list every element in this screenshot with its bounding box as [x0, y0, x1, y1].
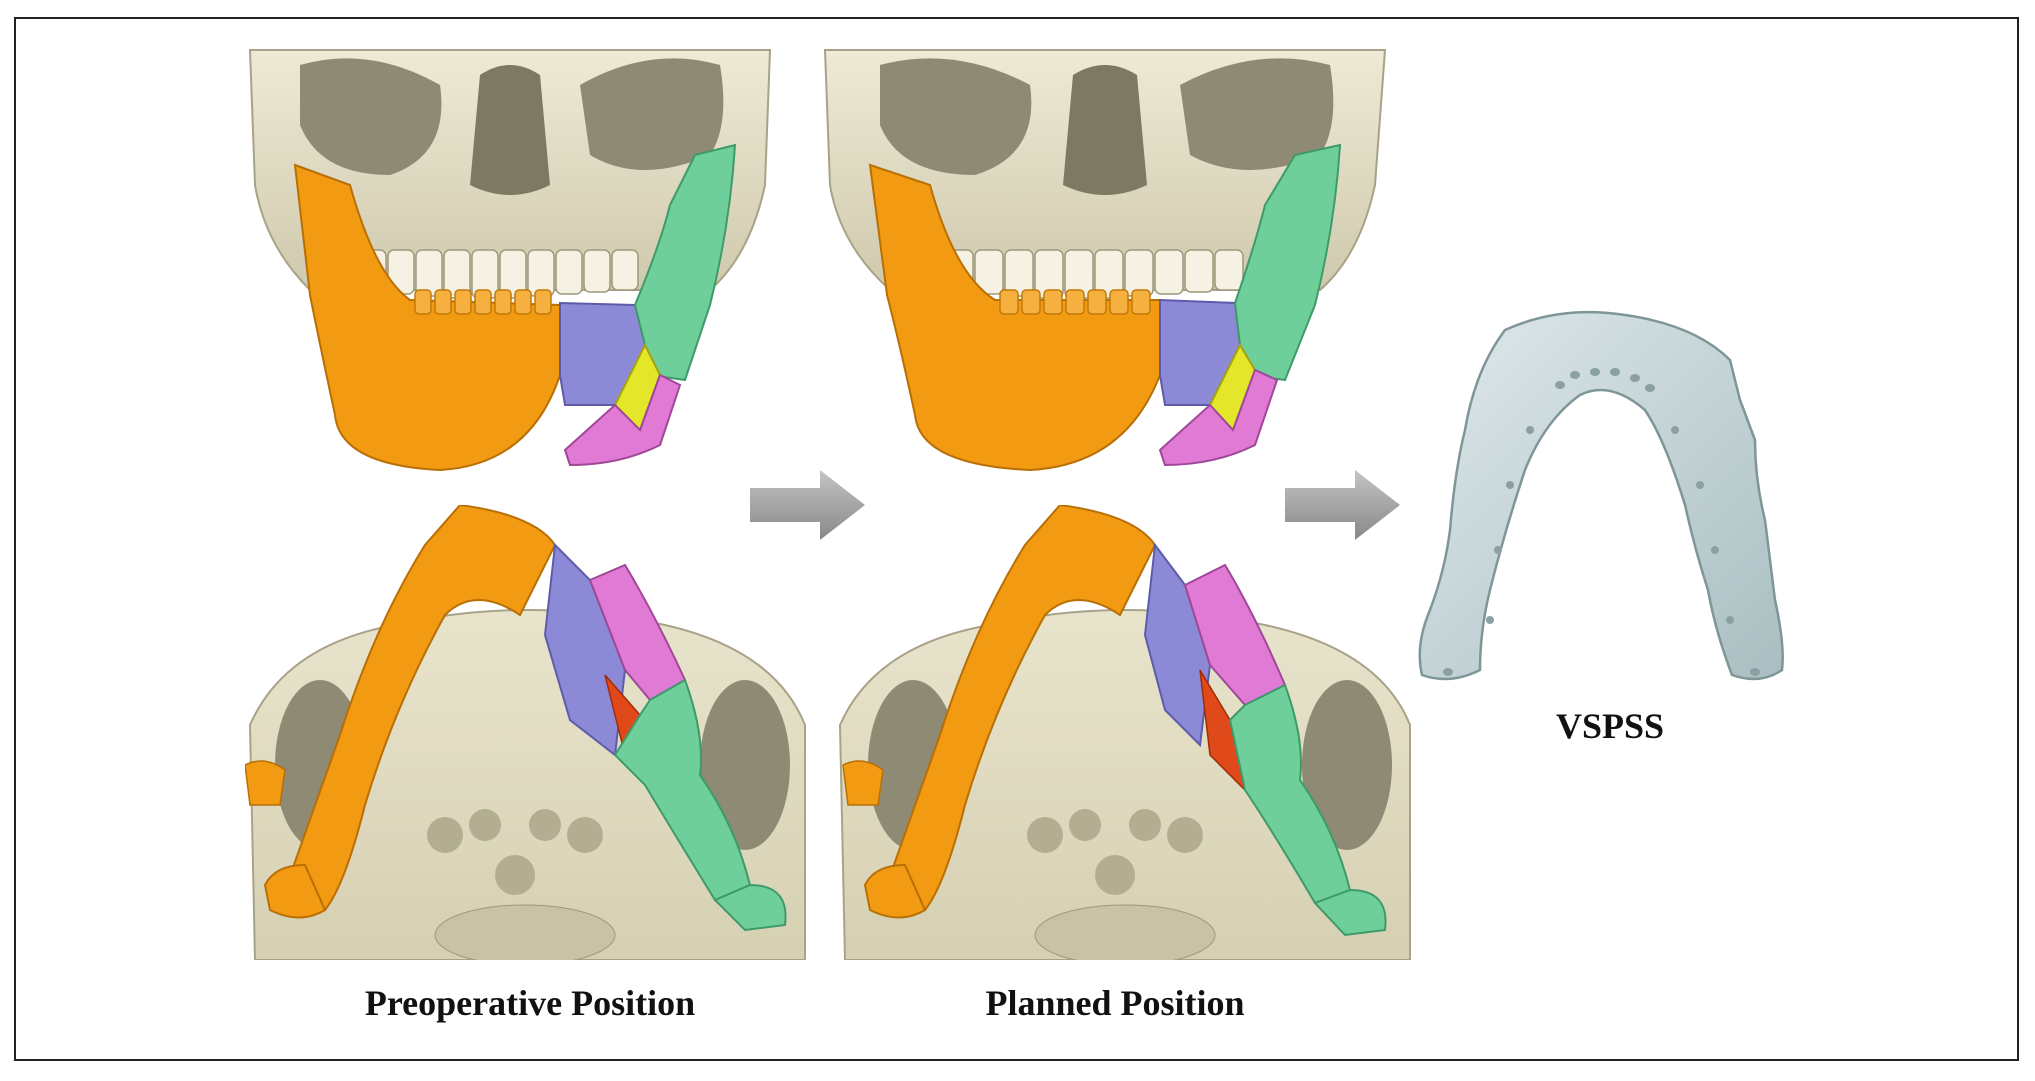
segment-green — [1233, 143, 1342, 382]
arrow-icon — [750, 470, 865, 540]
segment-pink — [1158, 368, 1279, 467]
right-orbit — [1180, 58, 1334, 171]
vspss-label: VSPSS — [1555, 706, 1665, 746]
mandible-orange — [868, 163, 1161, 472]
splint-shape — [1418, 310, 1784, 681]
vspss-splint-view — [1410, 300, 1790, 695]
left-orbit — [300, 58, 442, 176]
segment-pink — [563, 373, 682, 467]
mandible-orange — [293, 163, 561, 472]
preoperative-frontal-view — [240, 45, 780, 475]
mandible-orange — [283, 505, 557, 912]
planned-frontal-view — [815, 45, 1395, 475]
nasal-cavity — [470, 65, 550, 195]
arrow-icon — [1285, 470, 1400, 540]
segment-green — [1228, 683, 1352, 905]
planned-inferior-view — [835, 505, 1415, 960]
preoperative-inferior-view — [245, 505, 810, 960]
preoperative-position-label: Preoperative Position — [364, 983, 696, 1023]
left-orbit — [880, 58, 1032, 176]
right-zygomatic-opening — [700, 680, 790, 850]
right-zygomatic-opening — [1302, 680, 1392, 850]
segment-green — [633, 143, 737, 382]
segment-green — [613, 678, 752, 902]
right-orbit — [580, 58, 724, 171]
mandible-orange — [883, 505, 1157, 912]
nasal-cavity — [1063, 65, 1147, 195]
planned-position-label: Planned Position — [985, 983, 1245, 1023]
